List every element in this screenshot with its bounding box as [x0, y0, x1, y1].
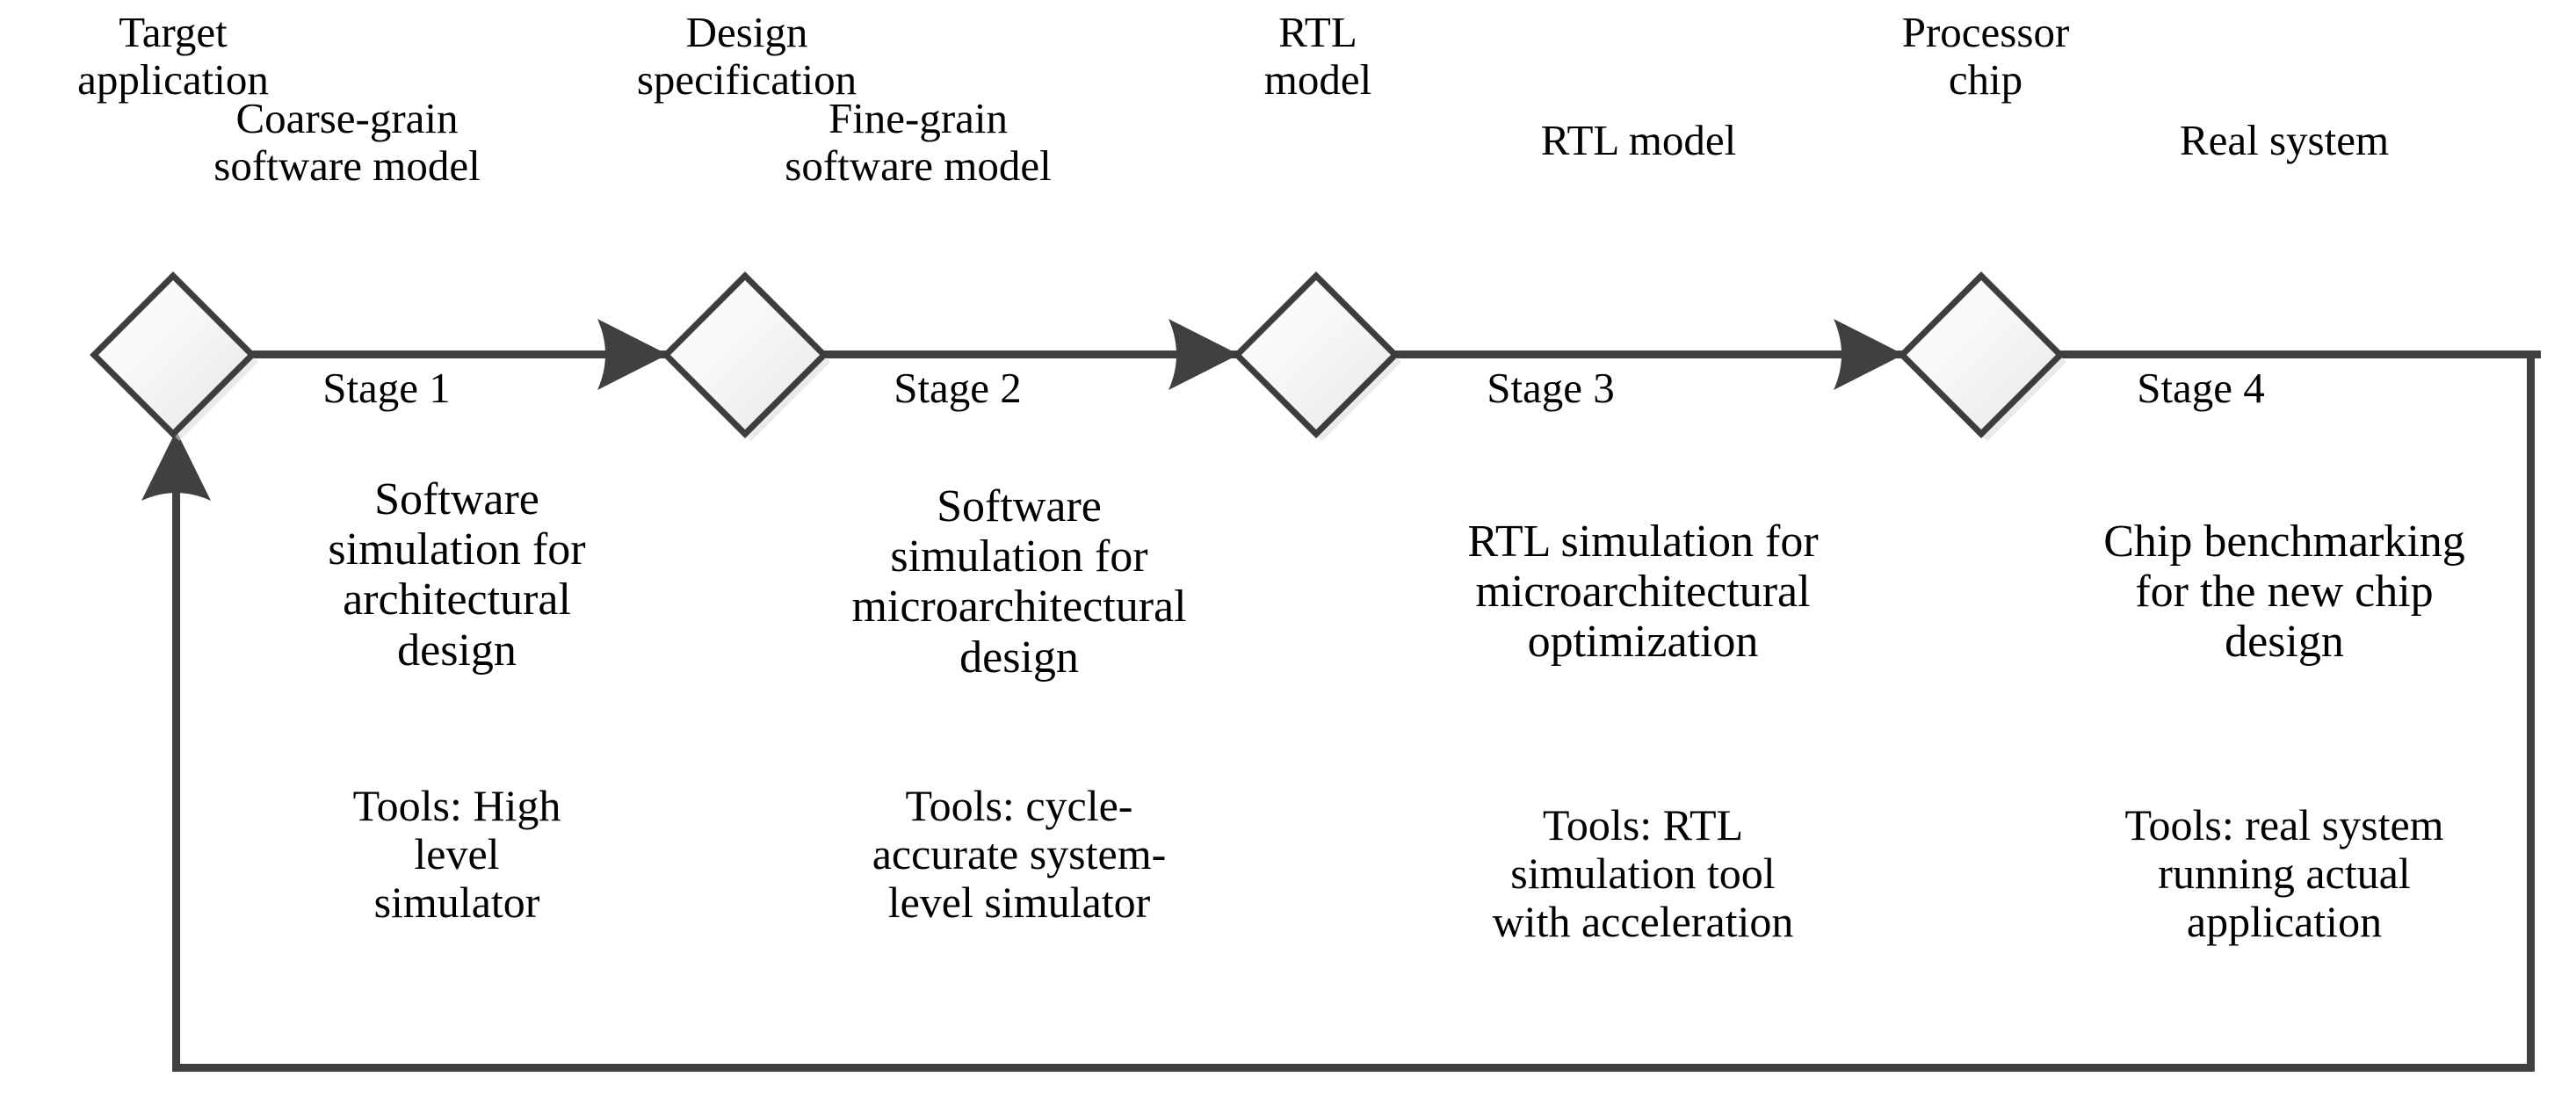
feedback-arrowhead-icon [141, 430, 211, 501]
arrowhead-stage1-icon [597, 319, 668, 390]
arrowhead-stage3-icon [1834, 319, 1904, 390]
artifact-label-stage-4: Real system [2179, 116, 2390, 164]
milestone-diamond-1[interactable] [90, 271, 258, 441]
stage-label-4: Stage 4 [2137, 364, 2265, 412]
stage-tools-1: Tools: High level simulator [352, 781, 561, 927]
stage-label-2: Stage 2 [894, 364, 1022, 412]
milestone-diamond-4[interactable] [1898, 271, 2066, 441]
stage-description-2: Software simulation for microarchitectur… [851, 481, 1187, 683]
stage-label-1: Stage 1 [322, 364, 451, 412]
stage-description-4: Chip benchmarking for the new chip desig… [2103, 517, 2465, 668]
stage-tools-4: Tools: real system running actual applic… [2124, 800, 2444, 946]
stage-description-3: RTL simulation for microarchitectural op… [1467, 517, 1819, 668]
stage-tools-2: Tools: cycle- accurate system- level sim… [872, 781, 1167, 927]
stage-description-1: Software simulation for architectural de… [328, 474, 586, 676]
feedback-loop-line [172, 351, 2535, 1072]
milestone-label-4: Processor chip [1901, 8, 2070, 104]
artifact-label-stage-2: Fine-grain software model [785, 94, 1052, 190]
artifact-label-stage-1: Coarse-grain software model [213, 94, 481, 190]
milestone-label-3: RTL model [1263, 8, 1372, 104]
milestone-diamond-3[interactable] [1233, 271, 1401, 441]
stage-tools-3: Tools: RTL simulation tool with accelera… [1492, 800, 1794, 946]
milestone-diamond-2[interactable] [662, 271, 830, 441]
artifact-label-stage-3: RTL model [1540, 116, 1737, 164]
arrowhead-stage2-icon [1169, 319, 1239, 390]
stage-label-3: Stage 3 [1487, 364, 1615, 412]
milestone-label-1: Target application [77, 8, 269, 104]
milestone-label-2: Design specification [636, 8, 857, 104]
